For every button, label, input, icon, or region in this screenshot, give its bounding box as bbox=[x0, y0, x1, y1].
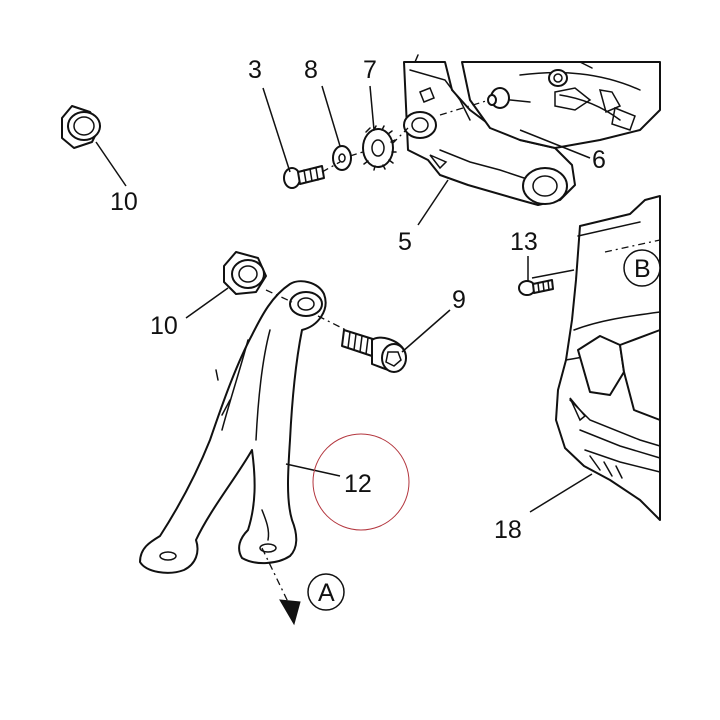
callout-12: 12 bbox=[344, 470, 372, 498]
reference-circle-a bbox=[307, 573, 345, 611]
bracket-assembly-5 bbox=[403, 54, 576, 206]
callout-3: 3 bbox=[248, 56, 262, 84]
callout-10-lower: 10 bbox=[150, 312, 178, 340]
callout-9: 9 bbox=[452, 286, 466, 314]
callout-18: 18 bbox=[494, 516, 522, 544]
callout-8: 8 bbox=[304, 56, 318, 84]
engine-casing bbox=[461, 61, 661, 149]
washer-8 bbox=[332, 145, 352, 171]
gear-7 bbox=[362, 125, 397, 171]
callout-b: B bbox=[634, 255, 651, 283]
callout-a: A bbox=[318, 579, 335, 607]
arrow-down-icon bbox=[279, 599, 301, 626]
lever-12 bbox=[139, 280, 347, 574]
bolt-9 bbox=[341, 329, 407, 373]
screw-13 bbox=[518, 279, 554, 296]
highlight-circle bbox=[312, 433, 410, 531]
stud-6 bbox=[439, 87, 531, 116]
callout-13: 13 bbox=[510, 228, 538, 256]
callout-5: 5 bbox=[398, 228, 412, 256]
leader-lines bbox=[95, 85, 593, 513]
callout-7: 7 bbox=[363, 56, 377, 84]
screw-3 bbox=[283, 165, 325, 189]
cover-18 bbox=[555, 195, 661, 521]
bushing-10-upper bbox=[61, 105, 101, 149]
callout-10-upper: 10 bbox=[110, 188, 138, 216]
bushing-10-lower bbox=[223, 251, 267, 295]
reference-circle-b bbox=[623, 249, 661, 287]
callout-6: 6 bbox=[592, 146, 606, 174]
callout-labels: 3 8 7 6 5 10 10 9 13 B 12 A 18 bbox=[110, 56, 651, 607]
